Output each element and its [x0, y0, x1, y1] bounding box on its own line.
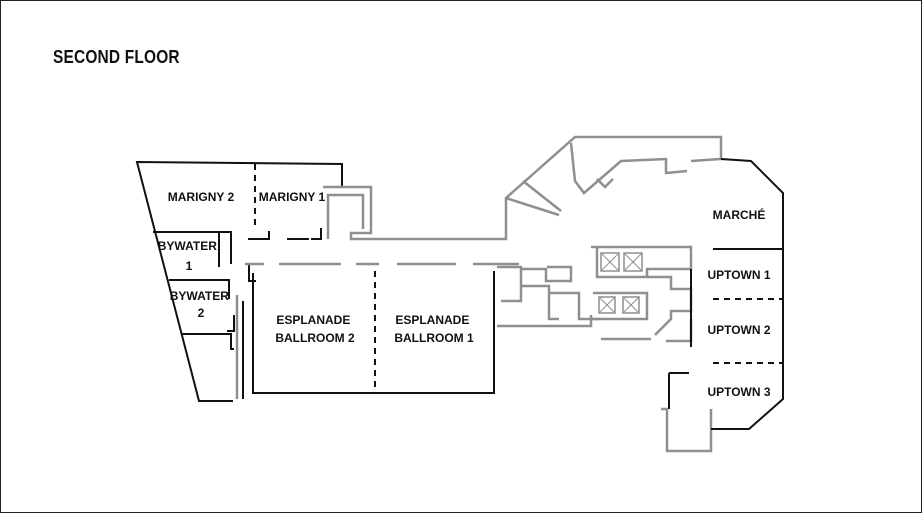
label-esplanade-ballroom-2: ESPLANADE BALLROOM 2	[275, 313, 355, 345]
label-line: 2	[198, 306, 205, 320]
label-line: 1	[186, 259, 193, 273]
elevator-icon	[598, 252, 643, 314]
label-marche: MARCHÉ	[713, 207, 766, 222]
label-esplanade-ballroom-1: ESPLANADE BALLROOM 1	[394, 313, 474, 345]
label-line: BALLROOM 2	[275, 331, 355, 345]
ballroom-walls	[252, 271, 495, 394]
label-line: BYWATER	[158, 239, 217, 253]
label-line: BYWATER	[170, 289, 229, 303]
label-line: BALLROOM 1	[394, 331, 474, 345]
service-area-walls	[497, 245, 713, 453]
label-line: MARCHÉ	[713, 207, 766, 222]
label-line: MARIGNY 2	[168, 190, 235, 204]
label-line: ESPLANADE	[395, 313, 469, 327]
label-line: UPTOWN 2	[707, 323, 770, 337]
label-uptown-2: UPTOWN 2	[707, 323, 770, 337]
label-line: UPTOWN 1	[707, 268, 770, 282]
label-marigny-1: MARIGNY 1	[259, 190, 326, 204]
corridor-walls	[235, 135, 723, 399]
label-line: UPTOWN 3	[707, 385, 770, 399]
right-wing-walls	[668, 158, 784, 430]
label-uptown-1: UPTOWN 1	[707, 268, 770, 282]
page-title: SECOND FLOOR	[53, 47, 180, 67]
label-bywater-1: BYWATER 1	[158, 239, 220, 273]
label-line: MARIGNY 1	[259, 190, 326, 204]
label-uptown-3: UPTOWN 3	[707, 385, 770, 399]
label-line: ESPLANADE	[276, 313, 350, 327]
label-marigny-2: MARIGNY 2	[168, 190, 235, 204]
label-bywater-2: BYWATER 2	[170, 289, 232, 320]
left-wing-walls	[135, 160, 343, 402]
